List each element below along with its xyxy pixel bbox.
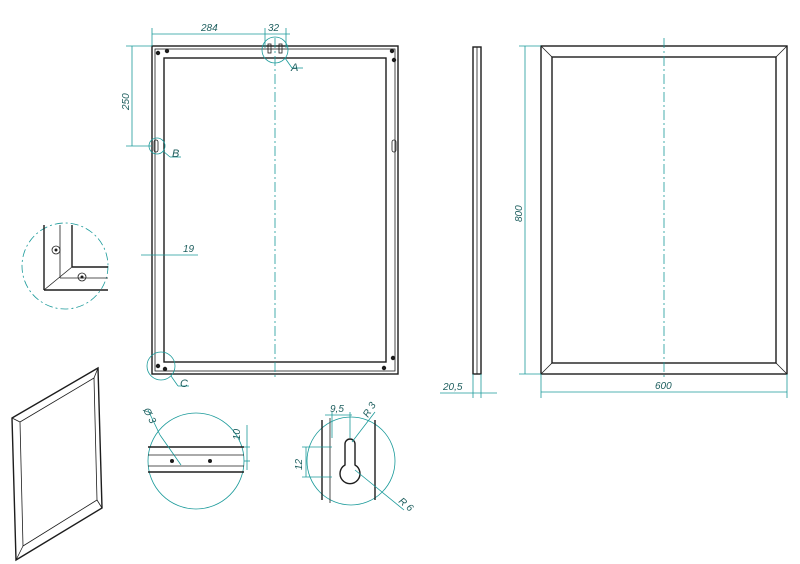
isometric-view bbox=[11, 366, 103, 562]
iso-frame-inner bbox=[19, 377, 98, 547]
dim-250-text: 250 bbox=[121, 93, 132, 111]
iso-frame-outer bbox=[11, 366, 103, 562]
dim-19-text: 19 bbox=[183, 244, 195, 255]
detail-a-circle bbox=[261, 36, 289, 64]
detail-b-enlarged: 9,5 R 3 R 6 12 bbox=[294, 400, 415, 514]
corner-screw-2-head bbox=[80, 275, 84, 279]
detail-c-leader bbox=[170, 375, 179, 387]
detail-b-label: B bbox=[172, 148, 179, 160]
keyhole-slot bbox=[339, 438, 361, 485]
dim-600-text: 600 bbox=[655, 381, 672, 392]
hole-left bbox=[170, 459, 174, 463]
dim-9-5-text: 9,5 bbox=[330, 404, 344, 415]
iso-miter-tr bbox=[93, 367, 99, 379]
mirror-miter-tl bbox=[540, 45, 553, 58]
dim-r6-text: R 6 bbox=[396, 496, 415, 515]
front-view: A B C 284 32 250 19 bbox=[121, 23, 399, 390]
mirror-miter-br bbox=[775, 362, 788, 375]
dim-800-text: 800 bbox=[514, 205, 525, 222]
dim-284-text: 284 bbox=[200, 23, 218, 34]
detail-c-enlarged-circle bbox=[21, 222, 109, 310]
detail-b-leader bbox=[162, 150, 171, 158]
iso-miter-bl bbox=[15, 545, 24, 561]
side-view: 20,5 bbox=[440, 46, 497, 398]
screw-bottom-left bbox=[155, 363, 161, 369]
screw-bottom-right bbox=[381, 365, 387, 371]
detail-a-label: A bbox=[290, 62, 298, 74]
hole-right bbox=[208, 459, 212, 463]
dim-r3-leader bbox=[351, 411, 376, 443]
dim-10-text: 10 bbox=[232, 428, 243, 440]
dim-depth-text: 20,5 bbox=[442, 382, 463, 393]
dim-r3-text: R 3 bbox=[361, 400, 379, 419]
mirror-face-view: 800 600 bbox=[514, 38, 788, 398]
corner-miter bbox=[43, 266, 73, 291]
dim-12-text: 12 bbox=[294, 458, 305, 470]
detail-a-enlarged: Ø 3 10 bbox=[140, 405, 250, 510]
corner-screw-1 bbox=[51, 245, 61, 255]
hanger-slot-right bbox=[391, 139, 397, 153]
detail-c-label: C bbox=[180, 378, 188, 390]
hanger-slot-left bbox=[153, 139, 159, 153]
hanger-top-right bbox=[278, 43, 283, 54]
mirror-miter-bl bbox=[540, 362, 553, 375]
dim-r6-leader bbox=[354, 469, 405, 511]
screw-bottom-right-2 bbox=[390, 355, 396, 361]
screw-top-right bbox=[389, 48, 395, 54]
screw-top-left bbox=[155, 50, 161, 56]
screw-top-left-2 bbox=[164, 48, 170, 54]
dim-diameter-leader bbox=[159, 434, 182, 466]
corner-screw-1-head bbox=[54, 248, 58, 252]
detail-b-enlarged-circle bbox=[306, 416, 396, 506]
screw-bottom-left-2 bbox=[162, 366, 168, 372]
corner-screw-2 bbox=[77, 272, 87, 282]
detail-a-leader bbox=[284, 57, 293, 69]
detail-a-enlarged-circle bbox=[147, 412, 245, 510]
dim-diameter-text: Ø 3 bbox=[140, 405, 158, 426]
iso-miter-tl bbox=[11, 417, 21, 423]
mirror-miter-tr bbox=[775, 45, 788, 58]
detail-c-enlarged bbox=[21, 222, 109, 310]
dim-diameter-shelf bbox=[147, 409, 161, 436]
dim-32-text: 32 bbox=[268, 23, 280, 34]
detail-c-circle bbox=[146, 351, 176, 381]
hanger-top-left bbox=[267, 43, 272, 54]
iso-miter-br bbox=[96, 499, 103, 509]
screw-top-right-2 bbox=[391, 57, 397, 63]
